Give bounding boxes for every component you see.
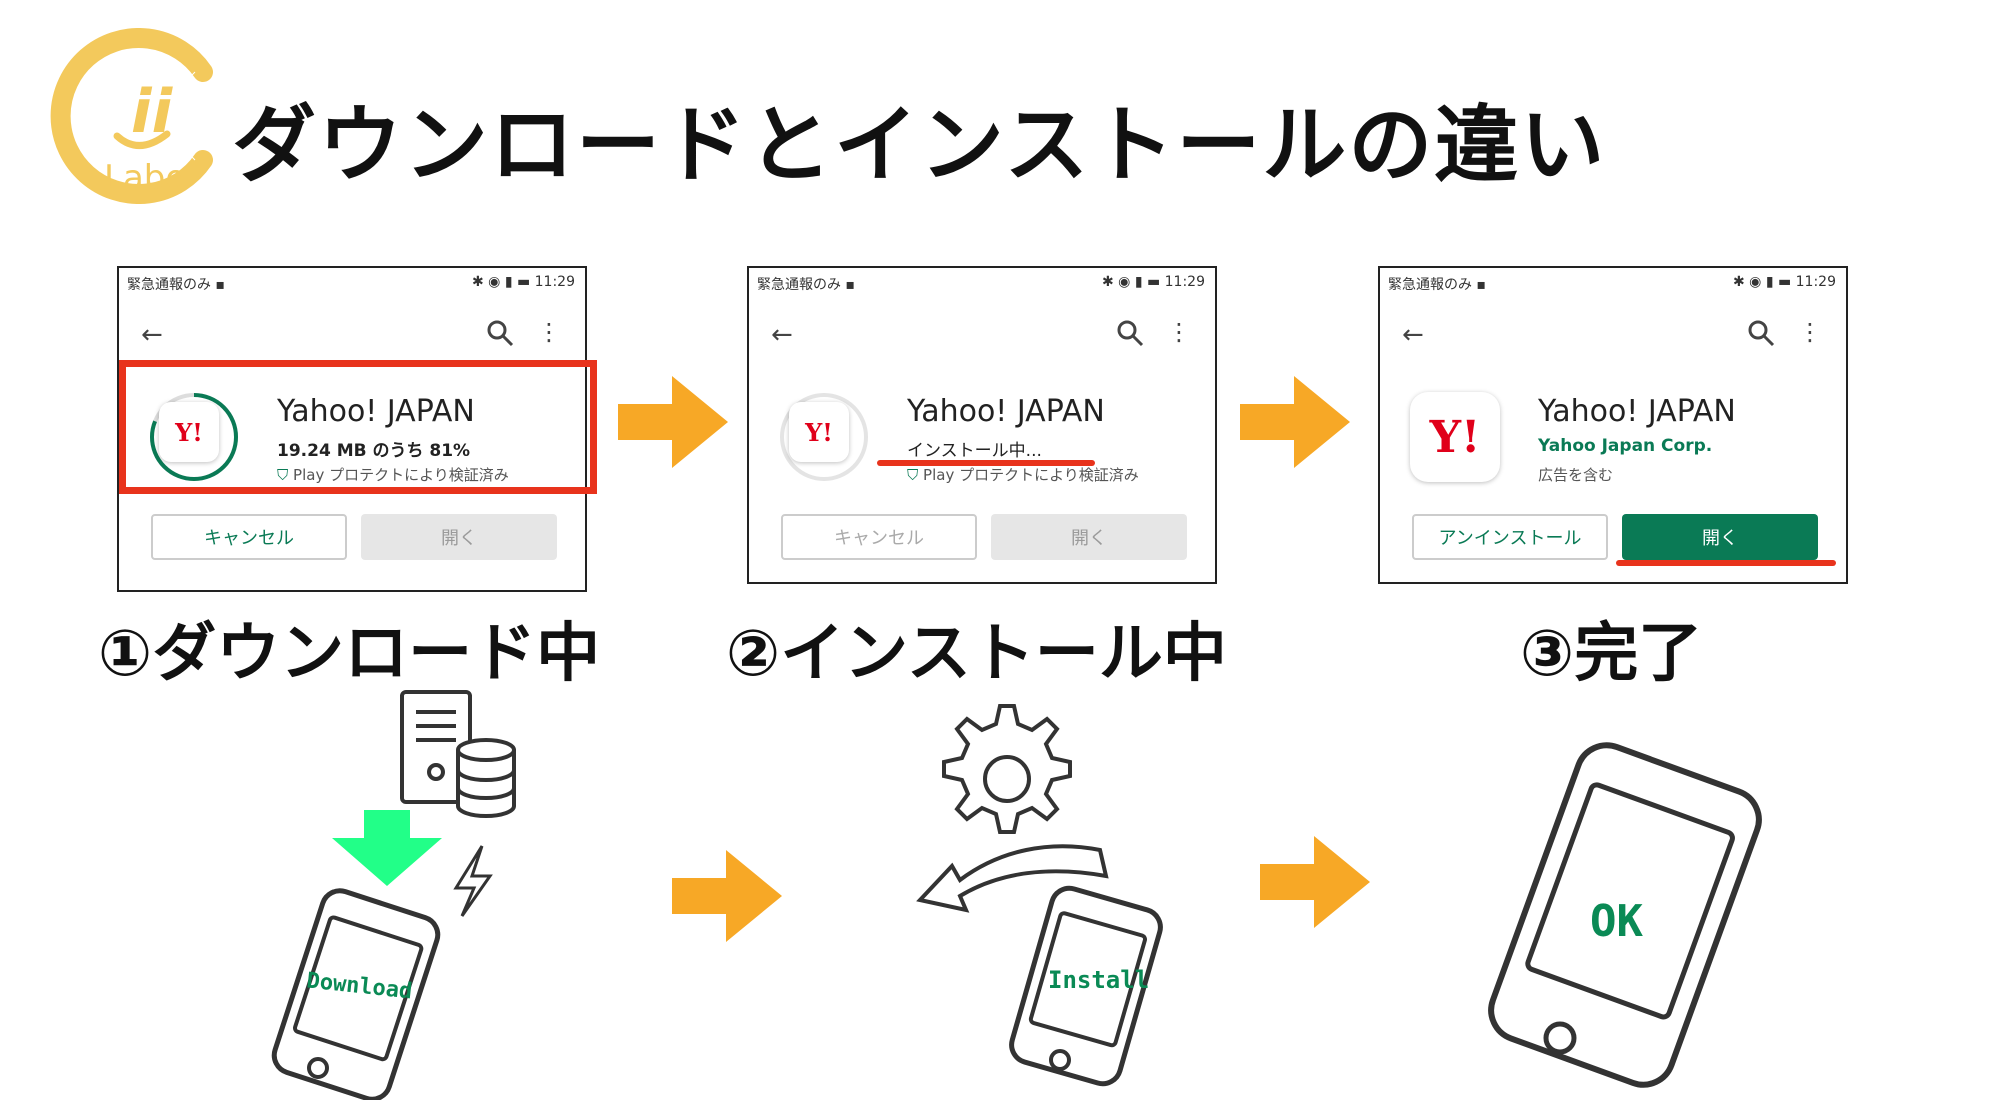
search-icon[interactable] [1746,318,1776,348]
open-button[interactable]: 開く [361,514,557,560]
gear-icon [942,704,1072,834]
back-arrow-icon[interactable]: ← [141,320,163,350]
app-icon: Y! [159,402,219,462]
screenshot-installing: 緊急通報のみ ▪ ✱ ◉ ▮ ▬ 11:29 ← ⋮ Y! Yahoo! JAP… [747,266,1217,584]
play-protect-text: ⛉ Play プロテクトにより検証済み [277,464,509,485]
red-underline [877,460,1095,466]
phone-install-label: Install [1048,966,1149,994]
status-left: 緊急通報のみ ▪ [757,277,855,293]
install-illustration: Install [916,704,1163,1087]
developer-name[interactable]: Yahoo Japan Corp. [1538,436,1713,456]
open-button[interactable]: 開く [991,514,1187,560]
phone-ok-label: OK [1590,896,1643,947]
app-name: Yahoo! JAPAN [907,394,1105,429]
complete-illustration: OK [1488,742,1762,1088]
red-underline [1616,560,1836,566]
more-vert-icon[interactable]: ⋮ [537,318,561,346]
curved-arrow-icon [916,844,1109,913]
shield-icon: ⛉ [277,466,289,484]
database-icon [456,738,516,818]
open-button[interactable]: 開く [1622,514,1818,560]
app-icon-text: Y! [805,417,833,447]
step-3-label: ③完了 [1520,617,1703,691]
search-icon[interactable] [485,318,515,348]
step-1-label: ①ダウンロード中 [98,617,601,691]
smartphone-icon: Download [271,888,441,1100]
app-icon-text: Y! [175,417,203,447]
status-left: 緊急通報のみ ▪ [127,277,225,293]
app-name: Yahoo! JAPAN [1538,394,1736,429]
app-name: Yahoo! JAPAN [277,394,475,429]
step-2-label: ②インストール中 [726,617,1227,691]
screenshot-complete: 緊急通報のみ ▪ ✱ ◉ ▮ ▬ 11:29 ← ⋮ Y! Yahoo! JAP… [1378,266,1848,584]
cancel-button[interactable]: キャンセル [781,514,977,560]
smartphone-icon: Install [1009,885,1163,1087]
lightning-icon [453,845,493,917]
download-illustration: Download [271,690,516,1100]
play-protect-label: Play プロテクトにより検証済み [293,466,509,484]
search-icon[interactable] [1115,318,1145,348]
back-arrow-icon[interactable]: ← [1402,320,1424,350]
screenshot-downloading: 緊急通報のみ ▪ ✱ ◉ ▮ ▬ 11:29 ← ⋮ Y! Yahoo! JAP… [117,266,597,592]
status-left: 緊急通報のみ ▪ [1388,277,1486,293]
app-icon-text: Y! [1429,411,1481,463]
download-arrow-icon [332,810,442,886]
status-right: ✱ ◉ ▮ ▬ 11:29 [1732,274,1836,290]
play-protect-text: ⛉ Play プロテクトにより検証済み [907,464,1139,485]
more-vert-icon[interactable]: ⋮ [1798,318,1822,346]
smartphone-icon: OK [1488,742,1762,1088]
right-arrow-icon [672,850,782,942]
download-progress-text: 19.24 MB のうち 81% [277,441,471,461]
logo-text: Labo [104,158,187,198]
shield-icon: ⛉ [907,466,919,484]
cancel-button[interactable]: キャンセル [151,514,347,560]
page-title: ダウンロードとインストールの違い [232,96,1607,194]
play-protect-label: Play プロテクトにより検証済み [923,466,1139,484]
install-ring [780,393,868,481]
logo-icon: ii [50,28,213,204]
app-icon: Y! [1410,392,1500,482]
status-right: ✱ ◉ ▮ ▬ 11:29 [1101,274,1205,290]
right-arrow-icon [618,376,728,468]
right-arrow-icon [1260,836,1370,928]
more-vert-icon[interactable]: ⋮ [1167,318,1191,346]
app-icon: Y! [789,402,849,462]
uninstall-button[interactable]: アンインストール [1412,514,1608,560]
status-right: ✱ ◉ ▮ ▬ 11:29 [471,274,575,290]
red-highlight-box [119,360,597,494]
back-arrow-icon[interactable]: ← [771,320,793,350]
right-arrow-icon [1240,376,1350,468]
download-progress-ring [150,393,238,481]
ads-notice: 広告を含む [1538,466,1614,484]
installing-text: インストール中... [907,441,1042,461]
